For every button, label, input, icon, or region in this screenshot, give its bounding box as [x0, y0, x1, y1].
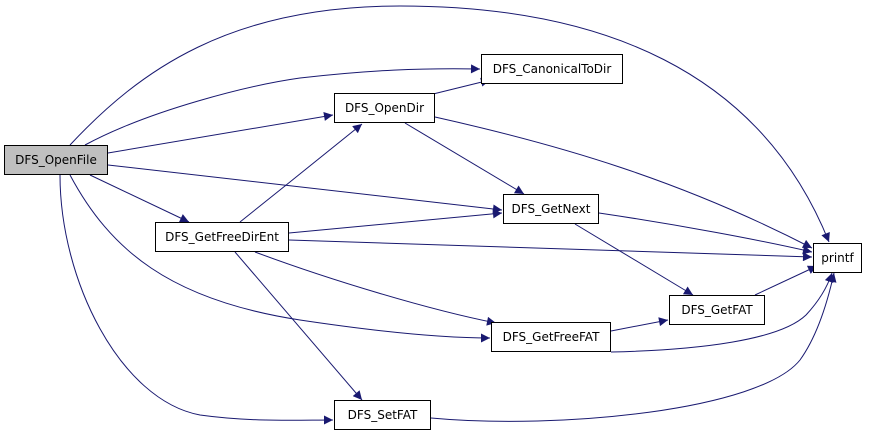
node-dfs-setfat[interactable]: DFS_SetFAT	[334, 400, 431, 430]
node-dfs-getfreedirent[interactable]: DFS_GetFreeDirEnt	[155, 222, 289, 252]
edge-openfile-opendir	[107, 112, 334, 154]
edge-opendir-canonical	[424, 77, 491, 97]
node-dfs-canonicaltodir[interactable]: DFS_CanonicalToDir	[481, 54, 623, 84]
edge-getfreedirent-setfat	[234, 251, 363, 401]
edge-setfat-printf	[430, 272, 837, 422]
edge-openfile-setfat	[59, 174, 334, 425]
node-dfs-getfat[interactable]: DFS_GetFAT	[669, 295, 765, 325]
edge-openfile-getfreedirent	[89, 174, 190, 223]
edges	[59, 5, 837, 425]
edge-getfat-printf	[754, 265, 818, 296]
edge-openfile-getfreefat	[69, 174, 491, 343]
edge-openfile-printf	[69, 5, 830, 243]
node-dfs-getfreefat[interactable]: DFS_GetFreeFAT	[491, 322, 611, 352]
edge-openfile-canonical	[84, 64, 481, 146]
edge-getfreefat-printf	[610, 272, 834, 353]
node-dfs-opendir[interactable]: DFS_OpenDir	[334, 93, 435, 123]
node-dfs-openfile: DFS_OpenFile	[4, 145, 108, 175]
edge-getfreedirent-getnext	[288, 209, 503, 234]
node-dfs-getnext[interactable]: DFS_GetNext	[503, 194, 599, 224]
edge-openfile-getnext	[107, 164, 503, 214]
edge-getnext-printf	[598, 212, 813, 255]
edge-getfreedirent-opendir	[239, 123, 363, 223]
edge-getfreefat-getfat	[610, 317, 669, 332]
edge-opendir-getnext	[404, 122, 525, 195]
edge-getfreedirent-getfreefat	[254, 251, 497, 326]
edge-getfreedirent-printf	[288, 239, 813, 262]
edge-getnext-getfat	[574, 223, 694, 296]
node-printf[interactable]: printf	[813, 243, 862, 273]
edge-opendir-printf	[434, 116, 813, 249]
